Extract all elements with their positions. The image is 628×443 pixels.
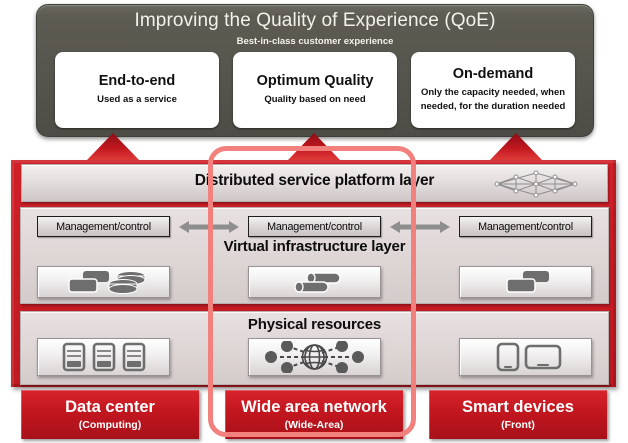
double-headed-arrow xyxy=(179,220,239,234)
distributed-service-platform-bar: Distributed service platform layer xyxy=(21,164,608,202)
server-and-database-icon xyxy=(37,266,170,298)
virtual-links-icon xyxy=(248,266,381,298)
virtual-machines-icon xyxy=(459,266,592,298)
qoe-card-desc: Used as a service xyxy=(97,94,177,106)
column-label-wide-area-network[interactable]: Wide area network (Wide-Area) xyxy=(225,390,403,439)
double-headed-arrow xyxy=(390,220,450,234)
column-title: Wide area network xyxy=(241,398,387,417)
red-up-arrow xyxy=(87,132,139,162)
column-title: Data center xyxy=(65,398,155,417)
management-control-label: Management/control xyxy=(56,220,151,233)
management-control-chip-right[interactable]: Management/control xyxy=(459,216,592,237)
column-subtitle: (Front) xyxy=(501,418,535,431)
qoe-card-end-to-end[interactable]: End-to-end Used as a service xyxy=(55,52,219,128)
column-label-data-center[interactable]: Data center (Computing) xyxy=(21,390,199,439)
qoe-card-title: Optimum Quality xyxy=(256,73,374,90)
qoe-card-desc: Quality based on need xyxy=(264,94,366,106)
platform-layer-label: Distributed service platform layer xyxy=(194,172,435,189)
column-label-smart-devices[interactable]: Smart devices (Front) xyxy=(429,390,607,439)
virtual-layer-label: Virtual infrastructure layer xyxy=(223,238,406,255)
qoe-card-title: On-demand xyxy=(452,66,534,83)
qoe-subtitle: Best-in-class customer experience xyxy=(236,36,394,47)
management-control-chip-left[interactable]: Management/control xyxy=(37,216,170,237)
physical-resources-layer: Physical resources xyxy=(20,311,609,385)
phone-and-tablet-icon xyxy=(459,338,592,376)
qoe-card-optimum-quality[interactable]: Optimum Quality Quality based on need xyxy=(233,52,397,128)
qoe-panel: Improving the Quality of Experience (QoE… xyxy=(36,4,594,137)
virtual-infrastructure-layer: Virtual infrastructure layer Management/… xyxy=(20,207,609,304)
network-mesh-icon xyxy=(489,170,583,198)
red-up-arrow xyxy=(490,132,542,162)
qoe-card-desc: Only the capacity needed, when needed, f… xyxy=(420,87,566,112)
server-racks-icon xyxy=(37,338,170,376)
management-control-label: Management/control xyxy=(267,220,362,233)
qoe-title: Improving the Quality of Experience (QoE… xyxy=(134,10,496,31)
management-control-label: Management/control xyxy=(478,220,573,233)
column-subtitle: (Computing) xyxy=(78,418,142,431)
globe-network-icon xyxy=(248,338,381,376)
qoe-card-on-demand[interactable]: On-demand Only the capacity needed, when… xyxy=(411,52,575,128)
column-title: Smart devices xyxy=(462,398,574,417)
column-subtitle: (Wide-Area) xyxy=(284,418,344,431)
management-control-chip-center[interactable]: Management/control xyxy=(248,216,381,237)
qoe-card-title: End-to-end xyxy=(98,73,176,90)
physical-layer-label: Physical resources xyxy=(247,316,382,333)
red-up-arrow xyxy=(288,132,340,162)
